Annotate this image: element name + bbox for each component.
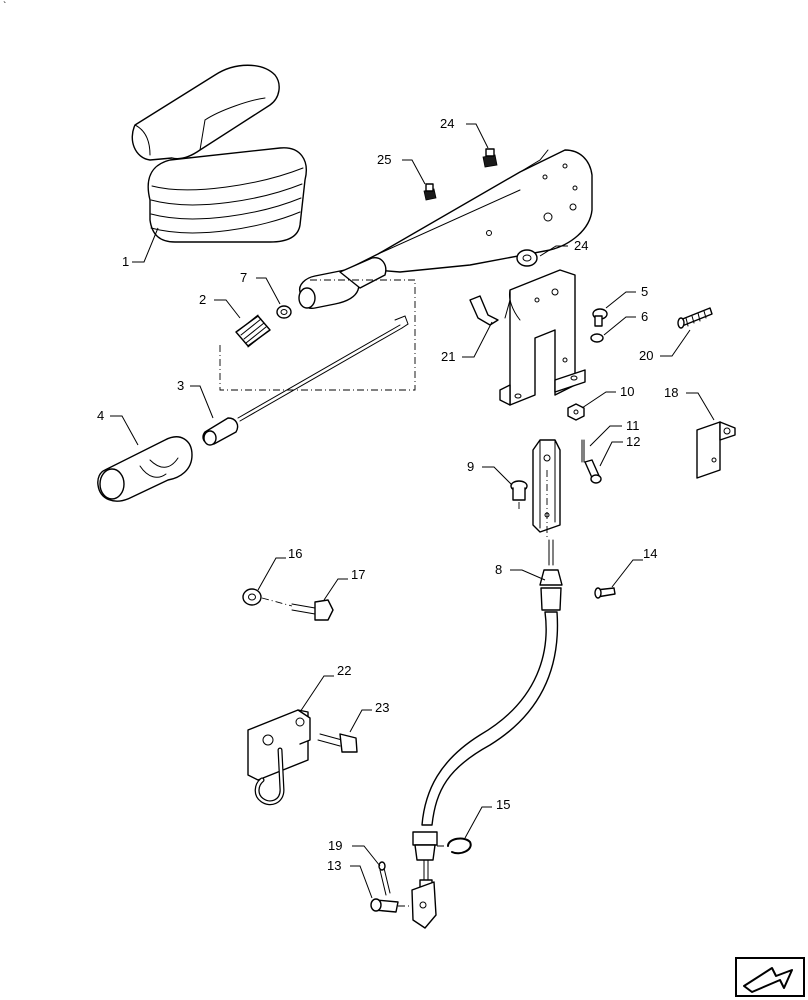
callout-11: 11 <box>626 418 640 433</box>
cable-clevis <box>532 439 561 533</box>
callout-12: 12 <box>626 434 640 449</box>
callout-9: 9 <box>467 459 474 474</box>
bolt-17-guide-line <box>261 597 293 607</box>
callout-2: 2 <box>199 292 206 307</box>
callout-1: 1 <box>122 254 129 269</box>
callout-25: 24 <box>574 238 588 253</box>
part-3-rod <box>202 315 409 446</box>
callout-15: 15 <box>496 797 510 812</box>
callout-7: 7 <box>240 270 247 285</box>
part-24-clip-a <box>482 148 498 168</box>
part-20-screw <box>677 307 713 329</box>
callout-10: 10 <box>620 384 634 399</box>
callout-3: 3 <box>177 378 184 393</box>
part-11-pin <box>581 439 585 463</box>
callout-6: 6 <box>641 309 648 324</box>
callout-17: 17 <box>351 567 365 582</box>
part-23-bolt <box>317 733 358 753</box>
part-17-bolt <box>291 599 334 621</box>
callout-4: 4 <box>97 408 104 423</box>
part-2-spring <box>235 314 271 348</box>
callout-20: 20 <box>639 348 653 363</box>
callout-13: 13 <box>327 858 341 873</box>
callout-8: 8 <box>495 562 502 577</box>
part-5-bolt <box>592 308 608 327</box>
part-16-washer <box>242 588 262 606</box>
part-12-clevis-pin <box>584 459 602 484</box>
assembly-guide-line <box>219 279 416 391</box>
part-21-bracket <box>499 269 586 406</box>
part-4-knob <box>97 436 193 502</box>
corner-mark: ` <box>3 0 6 12</box>
part-19-cotter-pin <box>378 861 391 896</box>
lever-arm <box>298 149 593 309</box>
callout-23: 23 <box>375 700 389 715</box>
part-6-washer <box>590 333 604 343</box>
part-14-bolt <box>594 587 616 599</box>
part-1-rubber-boot <box>131 64 307 243</box>
part-7-washer <box>276 305 292 319</box>
part-21-clip <box>469 295 499 326</box>
next-page-arrow-icon[interactable] <box>735 957 805 997</box>
part-10-nut <box>567 403 585 421</box>
callout-24a: 24 <box>440 116 454 131</box>
part-24-clip-b <box>423 183 437 201</box>
part-18-bracket <box>696 421 736 479</box>
part-22-hook-bracket <box>247 709 311 806</box>
part-8-cable <box>411 539 563 929</box>
callout-21: 21 <box>441 349 455 364</box>
callout-16: 16 <box>288 546 302 561</box>
part-25-washer <box>516 249 538 267</box>
part-9-bushing <box>510 480 528 501</box>
callout-22: 22 <box>337 663 351 678</box>
callout-19: 19 <box>328 838 342 853</box>
callout-14: 14 <box>643 546 657 561</box>
part-13-pin <box>370 898 399 913</box>
part-15-clip <box>447 837 472 855</box>
callout-18: 18 <box>664 385 678 400</box>
callout-5: 5 <box>641 284 648 299</box>
callout-24b: 25 <box>377 152 391 167</box>
